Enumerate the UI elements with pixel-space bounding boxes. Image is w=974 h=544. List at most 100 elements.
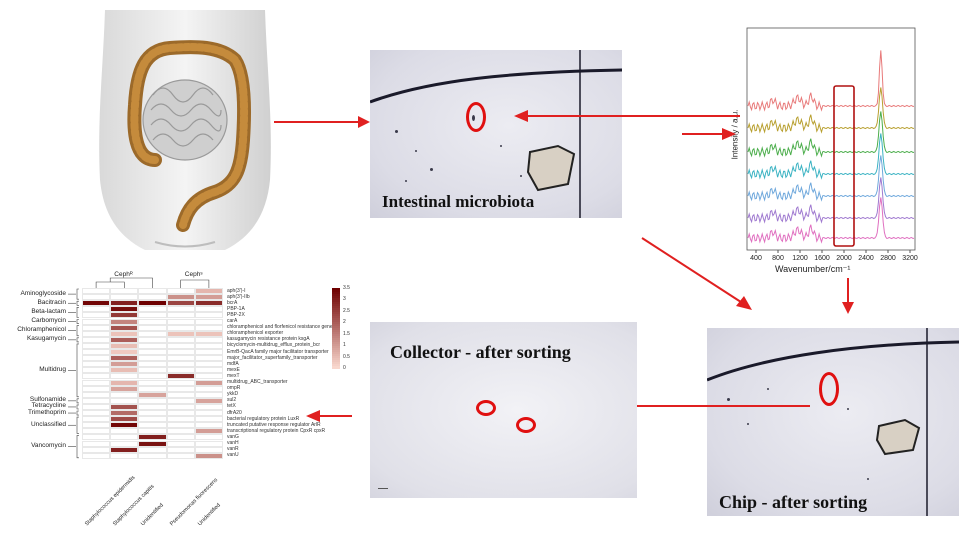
heatmap-cell [110,428,139,435]
heatmap-category-label: Aminoglycoside [20,289,66,297]
heatmap-category-label: Tetracycline [31,402,66,410]
legend-color-step [332,288,340,291]
heatmap-row-label: PBP-2X [227,311,245,318]
legend-tick-label: 3.5 [343,285,350,291]
heatmap-cell [138,336,167,343]
legend-tick-label: 2 [343,319,346,326]
heatmap-cell [194,452,223,459]
raman-spectrum-line [747,133,914,180]
legend-color-step [332,314,340,317]
heatmap-cell [82,391,111,398]
category-bracket [76,307,79,318]
heatmap-cell [82,428,111,435]
heatmap-cell [138,342,167,349]
heatmap-category-label: Vancomycin [31,442,66,450]
collector-caption: Collector - after sorting [390,342,571,362]
heatmap-cell [110,434,139,441]
heatmap-cell [194,410,223,417]
heatmap-cell [194,440,223,447]
heatmap-row-label: bacterial regulatory protein LuxR [227,415,300,422]
legend-color-step [332,334,340,337]
heatmap-cell [194,446,223,453]
heatmap-row-label: chloramphenicol and florfenicol resistan… [227,324,333,331]
heatmap-row-label: vanG [227,433,239,440]
heatmap-cell [194,416,223,423]
legend-tick-label: 1 [343,342,346,349]
heatmap-cell [194,434,223,441]
legend-color-step [332,296,340,299]
heatmap-column-label: Unidentified [196,502,222,528]
raman-x-tick: 3200 [902,255,918,262]
heatmap-row-label: ompR [227,385,241,392]
heatmap-cell [194,428,223,435]
heatmap-cell [110,342,139,349]
legend-color-step [332,342,340,345]
heatmap-cell [138,416,167,423]
heatmap-cell [138,452,167,459]
micrograph-details [370,50,622,218]
heatmap-row-label: vanR [227,446,239,453]
heatmap-cell [138,288,167,295]
heatmap-cell [194,336,223,343]
raman-x-tick: 2800 [880,255,896,262]
heatmap-cell [194,385,223,392]
arrow-collector-to-heatmap [306,410,352,422]
heatmap-row-label: aph(3')-I [227,287,246,294]
heatmap-cell [110,422,139,429]
heatmap-cell [166,300,195,307]
heatmap-cell [110,336,139,343]
heatmap-cell [82,373,111,380]
legend-color-step [332,302,340,305]
heatmap-cell [194,361,223,368]
heatmap-cell [110,385,139,392]
heatmap-cell [166,422,195,429]
heatmap-cell [194,318,223,325]
legend-color-step [332,312,340,315]
heatmap-category-label: Kasugamycin [26,335,66,343]
chip-caption: Chip - after sorting [719,492,868,512]
heatmap-cell [166,342,195,349]
heatmap-cell [110,391,139,398]
legend-color-step [332,330,340,333]
heatmap-cell [194,355,223,362]
heatmap-cell [194,342,223,349]
heatmap-cell [82,367,111,374]
category-bracket [76,325,79,337]
legend-color-step [332,298,340,301]
heatmap-cell [110,379,139,386]
heatmap-cell [138,306,167,313]
heatmap-cell [166,416,195,423]
heatmap-cell [166,446,195,453]
category-bracket [76,416,79,434]
raman-x-tick: 1200 [792,255,808,262]
scale-bar [378,488,388,489]
heatmap-cell [166,434,195,441]
heatmap-cell [166,391,195,398]
heatmap-cell [82,349,111,356]
heatmap-cell [166,367,195,374]
heatmap-cell [82,379,111,386]
heatmap-column-label: Pseudomonas fluorescens [168,476,219,528]
heatmap-cell [194,324,223,331]
heatmap-cell [138,294,167,301]
heatmap-cell [82,440,111,447]
category-bracket [76,288,79,300]
legend-color-step [332,338,340,341]
heatmap-cell [166,349,195,356]
heatmap-cell [194,294,223,301]
legend-color-step [332,344,340,347]
category-bracket [76,404,79,410]
heatmap-category-label: Sulfonamide [29,396,66,404]
heatmap-cell [110,446,139,453]
heatmap-cell [166,294,195,301]
heatmap-cell [194,379,223,386]
heatmap-row-label: mexT [227,372,240,379]
heatmap-category-label: Multidrug [39,365,66,373]
heatmap-column-label: Staphylococcus epidermidis [84,474,137,528]
heatmap-cell [138,373,167,380]
heatmap-cell [194,349,223,356]
raman-xlabel: Wavenumber/cm⁻¹ [775,264,851,274]
heatmap-cell [110,288,139,295]
heatmap-cell [194,391,223,398]
